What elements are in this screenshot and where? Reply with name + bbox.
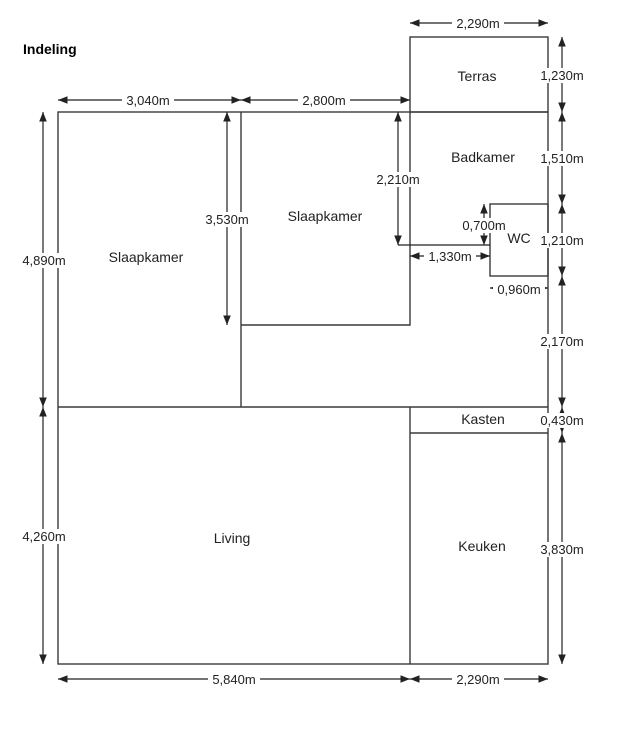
dim-hall-height: 2,170m (540, 334, 583, 349)
dim-keuken-height: 3,830m (540, 542, 583, 557)
dim-living-height: 4,260m (22, 529, 65, 544)
room-keuken: Keuken (458, 538, 505, 554)
room-living: Living (214, 530, 251, 546)
dim-wc-width: 0,960m (497, 282, 540, 297)
room-kasten: Kasten (461, 411, 505, 427)
room-slaapkamer-mid: Slaapkamer (288, 208, 363, 224)
room-slaapkamer-left: Slaapkamer (109, 249, 184, 265)
room-terras: Terras (458, 68, 497, 84)
dim-slaapkamer-left-width: 3,040m (126, 93, 169, 108)
room-badkamer: Badkamer (451, 149, 515, 165)
dim-corridor-width: 1,330m (428, 249, 471, 264)
outer-wall (57, 111, 549, 665)
dim-kasten-height: 0,430m (540, 413, 583, 428)
dim-keuken-width: 2,290m (456, 672, 499, 687)
dim-corridor-depth: 2,210m (376, 172, 419, 187)
plan-title: Indeling (23, 41, 77, 57)
dim-slaapkamer-height: 4,890m (22, 253, 65, 268)
dimension-lines (39, 19, 566, 683)
walls (57, 36, 549, 665)
room-wc: WC (507, 230, 530, 246)
dim-wc-height: 1,210m (540, 233, 583, 248)
dim-wc-offset: 0,700m (462, 218, 505, 233)
dim-slaapkamer-mid-width: 2,800m (302, 93, 345, 108)
dim-terras-height: 1,230m (540, 68, 583, 83)
dimension-labels: 2,290m 3,040m 2,800m 4,890m 4,260m 3,530… (18, 16, 588, 687)
dim-terras-width: 2,290m (456, 16, 499, 31)
dim-badkamer-height: 1,510m (540, 151, 583, 166)
dim-living-width: 5,840m (212, 672, 255, 687)
dim-slaapkamer-mid-depth: 3,530m (205, 212, 248, 227)
